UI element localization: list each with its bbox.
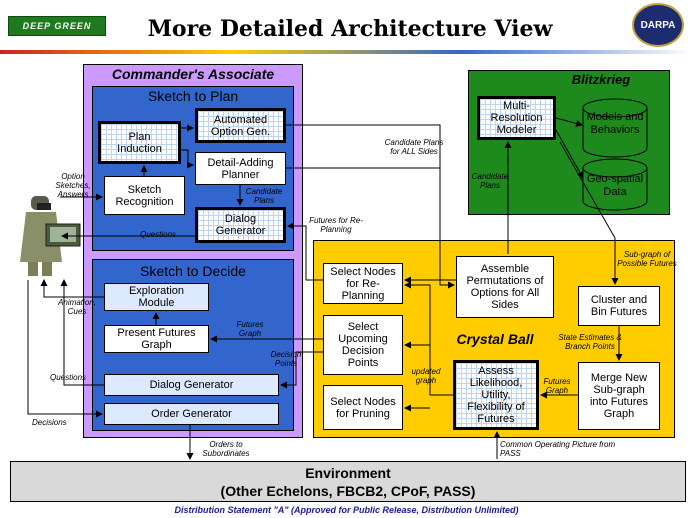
edge-soldier-order [27, 280, 103, 418]
crystal-ball-title: Crystal Ball [456, 331, 534, 347]
logo-text: DEEP GREEN [22, 21, 92, 31]
label-decisions: Decisions [32, 418, 67, 427]
select-upcoming-box: Select Upcoming Decision Points [323, 315, 403, 375]
darpa-seal: DARPA [632, 3, 684, 47]
soldier-figure [20, 196, 81, 276]
label-state-estimates: State Estimates & Branch Points [558, 333, 622, 351]
environment-title: Environment [305, 465, 391, 481]
models-behaviors-label: Models and Behaviors [586, 111, 644, 136]
edge-upcoming-dialog [280, 351, 323, 389]
environment-subtitle: (Other Echelons, FBCB2, CPoF, PASS) [220, 483, 476, 499]
detail-adding-planner-box: Detail-Adding Planner [195, 152, 286, 185]
seal-text: DARPA [640, 19, 676, 31]
edge-auto-assemble [286, 124, 455, 289]
label-updated-graph: updated graph [411, 367, 441, 385]
multi-resolution-modeler-box: Multi-Resolution Modeler [477, 96, 556, 140]
select-nodes-replanning-box: Select Nodes for Re-Planning [323, 263, 403, 304]
header-rule [0, 50, 693, 54]
label-candidate-plans-blitz: Candidate Plans [471, 172, 509, 190]
label-questions-top: Questions [140, 230, 177, 239]
order-generator-box: Order Generator [104, 403, 279, 425]
label-animation-cues: Animation, Cues [58, 298, 96, 316]
cluster-and-bin-box: Cluster and Bin Futures [578, 286, 660, 326]
distribution-statement: Distribution Statement "A" (Approved for… [174, 505, 519, 515]
label-questions-bottom: Questions [50, 373, 87, 382]
sketch-recognition-box: Sketch Recognition [104, 176, 185, 215]
blitzkrieg-title: Blitzkrieg [571, 72, 631, 87]
edge-plan-detail [181, 149, 194, 169]
assess-likelihood-box: Assess Likelihood, Utility, Flexibility … [453, 360, 539, 430]
page-title: More Detailed Architecture View [147, 16, 553, 42]
label-candidate-plans-all: Candidate Plans for ALL Sides [384, 138, 444, 156]
dialog-generator-plan-box: Dialog Generator [195, 207, 286, 243]
label-futures-graph-right: Futures Graph [543, 377, 571, 395]
commanders-associate-title: Commander's Associate [111, 66, 275, 82]
edge-modeler-models [555, 117, 583, 127]
edge-exploration-soldier [40, 279, 104, 298]
present-futures-graph-box: Present Futures Graph [104, 325, 209, 353]
automated-option-gen-box: Automated Option Gen. [195, 108, 286, 143]
edge-assess-selectors [404, 281, 453, 396]
edge-blitz-cluster [559, 141, 619, 285]
sketch-to-plan-title: Sketch to Plan [147, 88, 239, 104]
label-decision-points: Decision Points [270, 350, 302, 368]
sketch-to-decide-title: Sketch to Decide [140, 263, 246, 279]
label-common-operating-picture: Common Operating Picture from PASS [500, 440, 616, 458]
header-logo: DEEP GREEN [8, 16, 106, 36]
geo-spatial-label: Geo-spatial Data [586, 173, 644, 198]
exploration-module-box: Exploration Module [104, 283, 209, 311]
edge-modeler-geo [555, 129, 584, 179]
label-orders-subordinates: Orders to Subordinates [202, 440, 250, 458]
label-candidate-plans-small: Candidate Plans [245, 187, 283, 205]
label-option-sketches: Option Sketches, Answers [55, 172, 91, 199]
assemble-permutations-box: Assemble Permutations of Options for All… [456, 256, 554, 318]
label-futures-graph-left: Futures Graph [236, 320, 264, 338]
edge-dialog2-soldier [60, 279, 104, 386]
select-pruning-box: Select Nodes for Pruning [323, 385, 403, 430]
edge-replan-dialog [287, 222, 323, 281]
plan-induction-box: Plan Induction [98, 121, 181, 164]
merge-new-subgraph-box: Merge New Sub-graph into Futures Graph [578, 362, 660, 430]
dialog-generator-decide-box: Dialog Generator [104, 374, 279, 396]
geo-spatial-cylinder [582, 158, 648, 211]
label-subgraph-possible: Sub-graph of Possible Futures [617, 250, 677, 268]
environment-box: Environment (Other Echelons, FBCB2, CPoF… [10, 461, 686, 502]
label-futures-replanning: Futures for Re-Planning [309, 216, 363, 234]
models-behaviors-cylinder [582, 98, 648, 158]
